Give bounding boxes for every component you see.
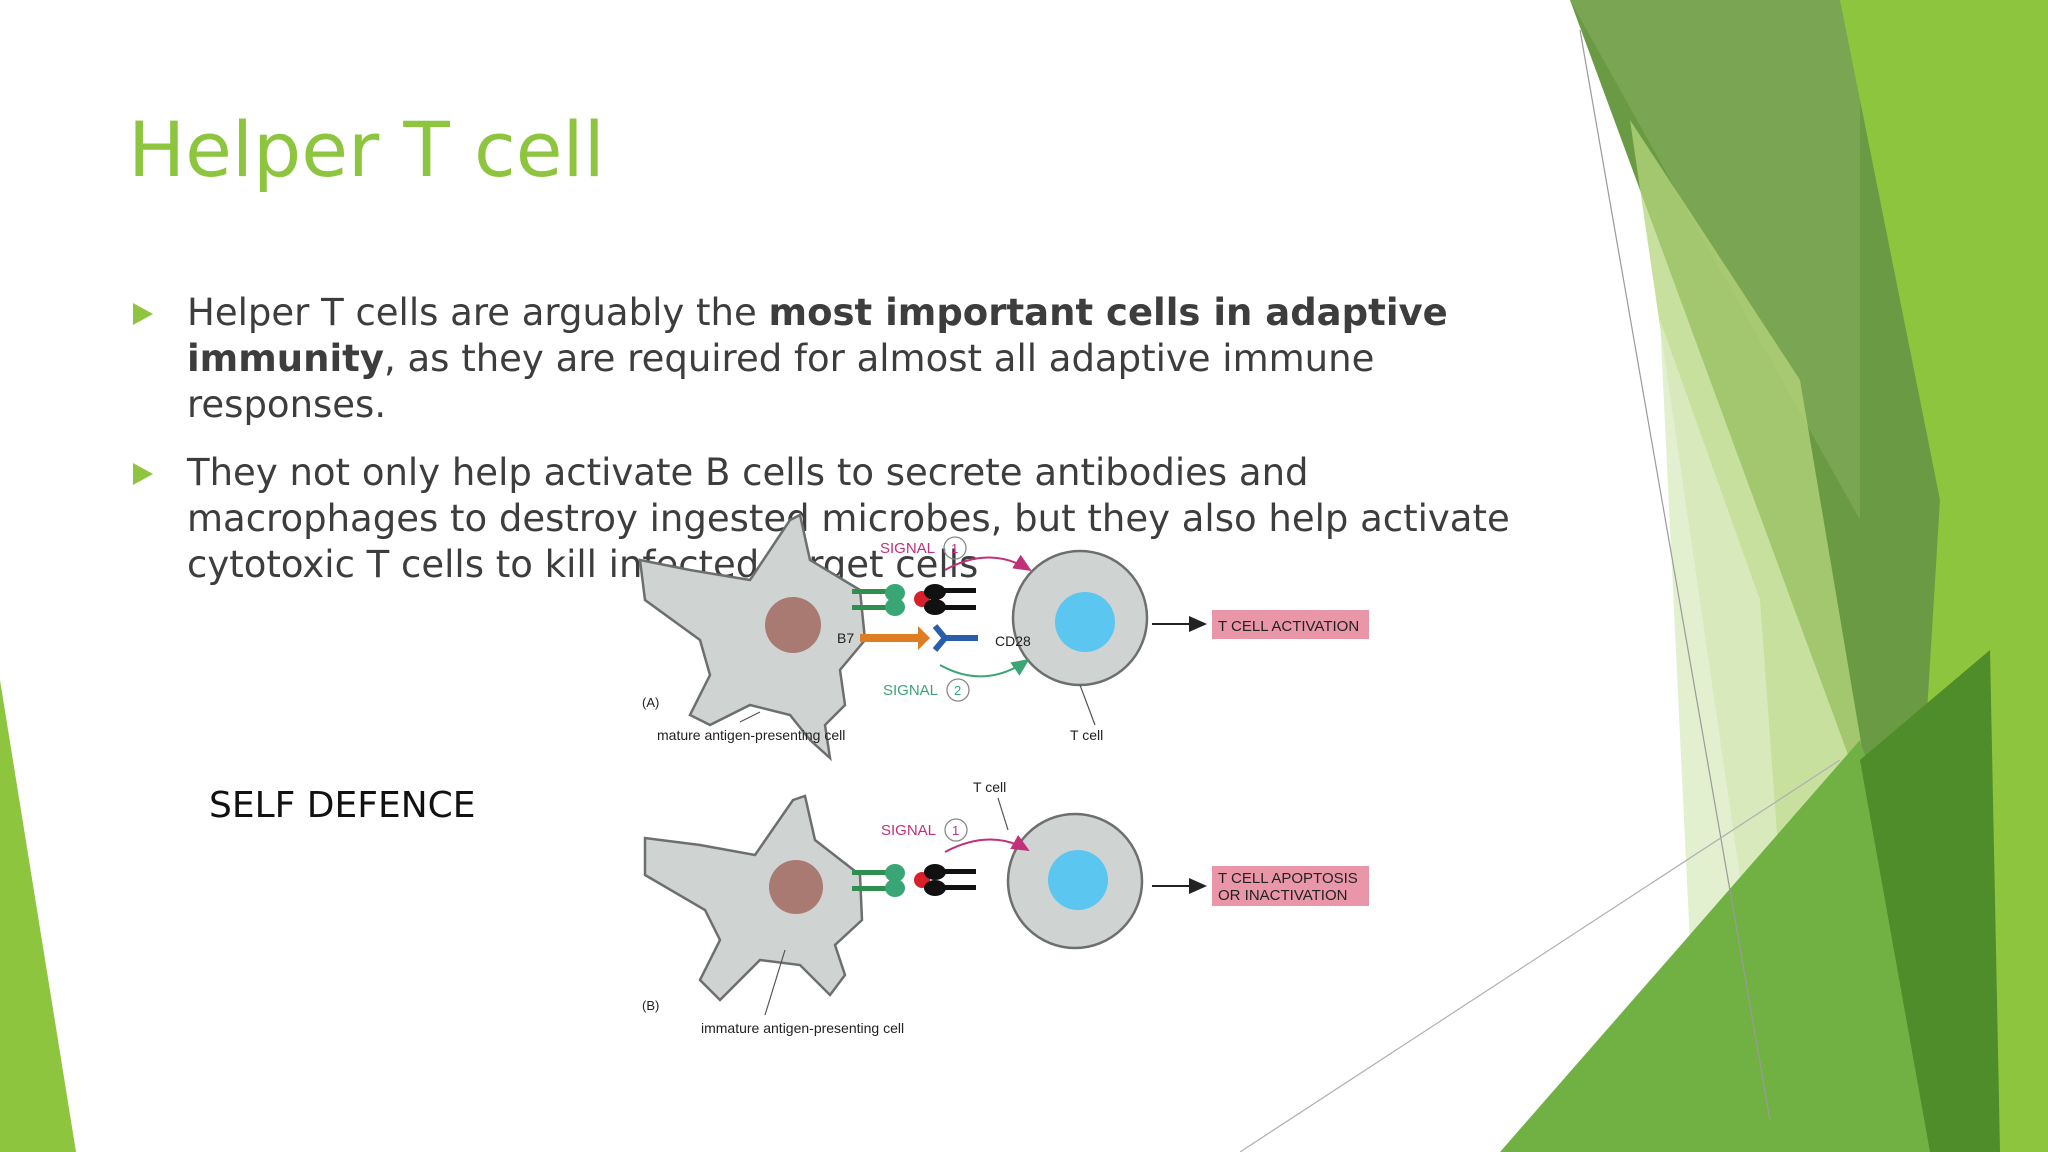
bullet-text: They not only help activate B cells to s… — [187, 451, 1510, 586]
panel-b: T cell SIGNAL 1 T CE — [642, 779, 1369, 1036]
mature-apc-cell — [638, 513, 867, 762]
apc-nucleus — [765, 597, 821, 653]
thin-line-a — [1579, 29, 1771, 1121]
slide-title: Helper T cell — [128, 105, 605, 194]
t-cell-nucleus — [1055, 592, 1115, 652]
immature-apc-label: immature antigen-presenting cell — [701, 1020, 904, 1036]
mhc-tcr-complex-a — [852, 584, 976, 616]
signal1-arc-b — [944, 835, 1030, 853]
apc-tcell-figure: SIGNAL 1 B7 CD28 SIGNAL 2 T CELL ACTIVAT… — [638, 513, 1369, 1036]
tcell-label-leader-a — [1079, 684, 1096, 726]
signal2-label: SIGNAL — [883, 682, 938, 699]
bullet-text: Helper T cells are arguably the most imp… — [187, 291, 1448, 426]
bullet-arrow-icon — [133, 303, 153, 325]
signal1-arc — [944, 554, 1032, 572]
apoptosis-text-1: T CELL APOPTOSIS — [1218, 870, 1358, 887]
apc-label-leader-b — [764, 949, 786, 1016]
panel-b-letter: (B) — [642, 998, 659, 1013]
panel-a-letter: (A) — [642, 695, 659, 710]
apoptosis-text-2: OR INACTIVATION — [1218, 887, 1347, 904]
t-cell-nucleus-b — [1048, 850, 1108, 910]
left-green-wedge — [0, 680, 76, 1152]
b7-label: B7 — [837, 630, 854, 646]
bottom-mid-green — [1500, 740, 1990, 1152]
bullet-arrow-icon — [133, 463, 153, 485]
tcell-label-b: T cell — [973, 779, 1006, 795]
right-edge-green — [1840, 0, 2048, 1152]
cd28-label: CD28 — [995, 633, 1031, 649]
activation-box — [1212, 610, 1369, 639]
panel-a: SIGNAL 1 B7 CD28 SIGNAL 2 T CELL ACTIVAT… — [638, 513, 1369, 762]
apoptosis-box — [1212, 866, 1369, 906]
bottom-right-dark — [1860, 650, 2000, 1152]
bullet-item: They not only help activate B cells to s… — [130, 450, 1570, 588]
tcell-label-leader-b — [997, 797, 1009, 831]
self-defence-label: SELF DEFENCE — [209, 785, 476, 826]
apc-nucleus-b — [769, 860, 823, 914]
b7-cd28-pair — [860, 624, 978, 652]
activation-text: T CELL ACTIVATION — [1218, 618, 1359, 635]
bullet-item: Helper T cells are arguably the most imp… — [130, 290, 1570, 428]
signal1-label-b: SIGNAL — [881, 822, 936, 839]
mature-apc-label: mature antigen-presenting cell — [657, 727, 845, 743]
apc-label-leader-a — [739, 711, 761, 723]
signal2-arc — [939, 658, 1030, 678]
thin-line-b — [1239, 759, 1841, 1152]
signal1-number-b: 1 — [952, 823, 959, 838]
immature-apc-cell — [643, 794, 864, 1002]
mhc-tcr-complex-b — [852, 864, 976, 897]
signal2-number: 2 — [954, 683, 961, 698]
tcell-label-a: T cell — [1070, 727, 1103, 743]
signal1-number-a: 1 — [951, 541, 958, 556]
signal1-label-a: SIGNAL — [880, 540, 935, 557]
bullet-list: Helper T cells are arguably the most imp… — [130, 290, 1570, 610]
